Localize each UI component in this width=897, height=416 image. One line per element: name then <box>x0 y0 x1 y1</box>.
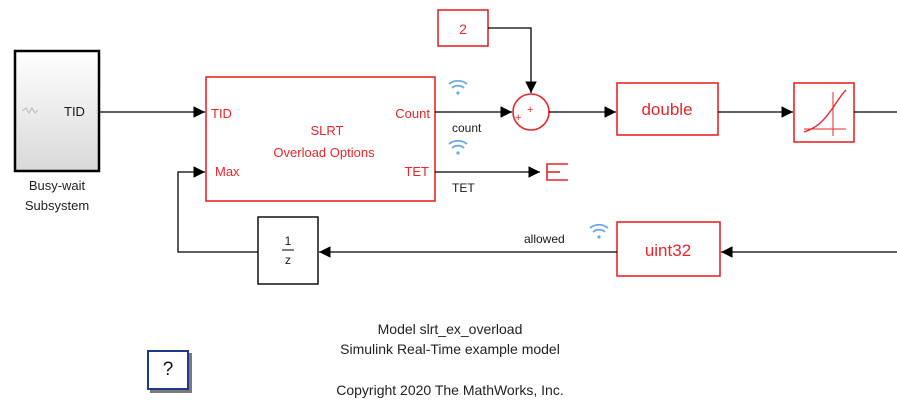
overload-options-block[interactable]: TID Max Count TET SLRT Overload Options <box>205 76 436 202</box>
sum-block[interactable]: + + <box>512 93 550 131</box>
annotation-description: Simulink Real-Time example model <box>340 341 560 357</box>
signal-stream-icon[interactable] <box>448 79 468 95</box>
signal-stream-icon[interactable] <box>589 223 609 239</box>
subsystem-caption: Busy-wait Subsystem <box>14 176 100 216</box>
max-feedback-signal[interactable] <box>177 166 258 253</box>
overload-input-tid: TID <box>211 106 232 121</box>
subsystem-preview-icon <box>21 107 39 114</box>
subsystem-caption-line2: Subsystem <box>24 198 90 213</box>
unit-delay-block[interactable]: 1 z <box>257 216 319 285</box>
uint32-label: uint32 <box>645 241 691 260</box>
signal-stream-icon[interactable] <box>448 139 468 155</box>
busy-wait-subsystem-block[interactable]: TID <box>13 49 101 173</box>
overload-output-count: Count <box>395 106 430 121</box>
signal-lines <box>99 27 897 258</box>
terminator-icon[interactable] <box>546 163 568 181</box>
annotation-model-name: Model slrt_ex_overload <box>377 321 523 337</box>
sum-sign-top: + <box>527 104 533 116</box>
constant-signal[interactable] <box>488 27 537 93</box>
constant-block[interactable]: 2 <box>437 9 489 47</box>
help-button-label: ? <box>162 359 174 380</box>
subsystem-caption-line1: Busy-wait <box>28 178 86 193</box>
allowed-signal-label: allowed <box>524 232 565 246</box>
saturation-block[interactable] <box>793 82 855 143</box>
uint32-conversion-block[interactable]: uint32 <box>616 221 721 277</box>
help-button[interactable]: ? <box>147 350 189 390</box>
annotation-copyright: Copyright 2020 The MathWorks, Inc. <box>336 382 564 398</box>
sum-sign-left: + <box>515 112 521 124</box>
constant-value: 2 <box>459 21 467 37</box>
delay-denominator: z <box>285 253 291 267</box>
overload-input-max: Max <box>215 164 240 179</box>
overload-title-line2: Overload Options <box>273 145 375 160</box>
overload-title-line1: SLRT <box>311 123 344 138</box>
double-conversion-block[interactable]: double <box>616 82 719 136</box>
model-annotation: Model slrt_ex_overload Simulink Real-Tim… <box>290 319 610 400</box>
delay-numerator: 1 <box>285 234 292 248</box>
count-signal-label: count <box>452 121 482 135</box>
overload-output-tet: TET <box>404 164 429 179</box>
saturation-curve-icon <box>803 89 847 136</box>
double-label: double <box>641 100 692 119</box>
tet-signal-label: TET <box>452 181 475 195</box>
subsystem-port-label: TID <box>64 104 85 119</box>
